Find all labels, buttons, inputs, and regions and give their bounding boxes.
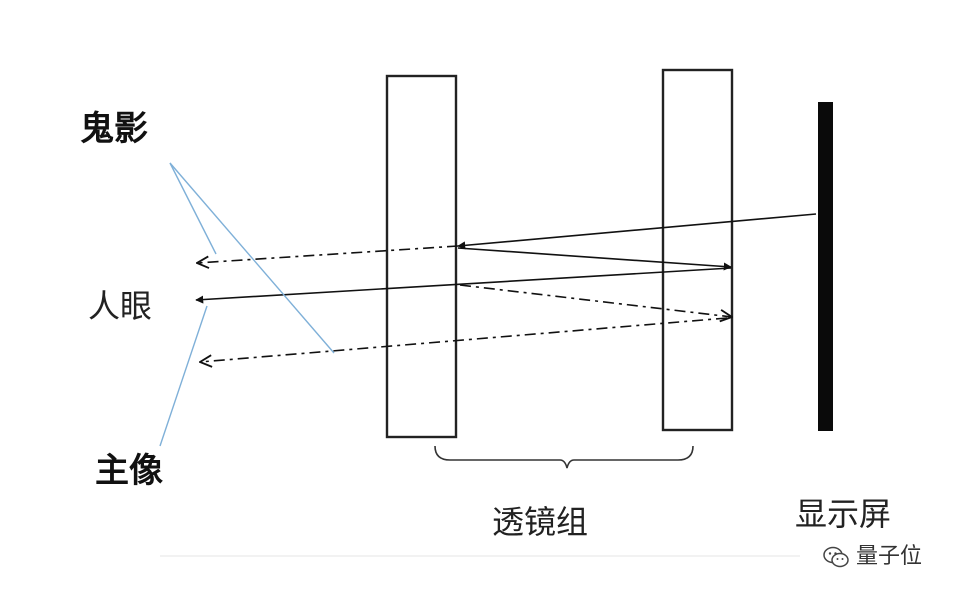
wechat-icon [823, 546, 849, 568]
ray-screen-to-lens1 [457, 213, 817, 250]
main-image-pointer [159, 305, 208, 447]
watermark: 量子位 [822, 545, 922, 569]
main-image-label: 主像 [95, 451, 163, 491]
ray-lens1-to-lens2 [457, 247, 732, 271]
lens-right [661, 68, 734, 432]
lens-left [385, 74, 458, 439]
ghost-ray-lower [200, 317, 728, 362]
screen-label: 显示屏 [795, 495, 892, 533]
ray-to-eye-main [195, 267, 732, 304]
ghost-label: 鬼影 [80, 109, 148, 149]
ghost-ray-reflect [459, 284, 732, 317]
ghost-pointer-1 [169, 162, 217, 255]
display-screen-bar [818, 102, 833, 431]
eye-label: 人眼 [88, 287, 153, 325]
watermark-text: 量子位 [856, 544, 923, 569]
ghost-ray-upper [197, 245, 459, 263]
ghost-pointer-2 [169, 162, 335, 354]
lens-group-label: 透镜组 [492, 503, 589, 541]
lens-group-brace [434, 445, 694, 469]
